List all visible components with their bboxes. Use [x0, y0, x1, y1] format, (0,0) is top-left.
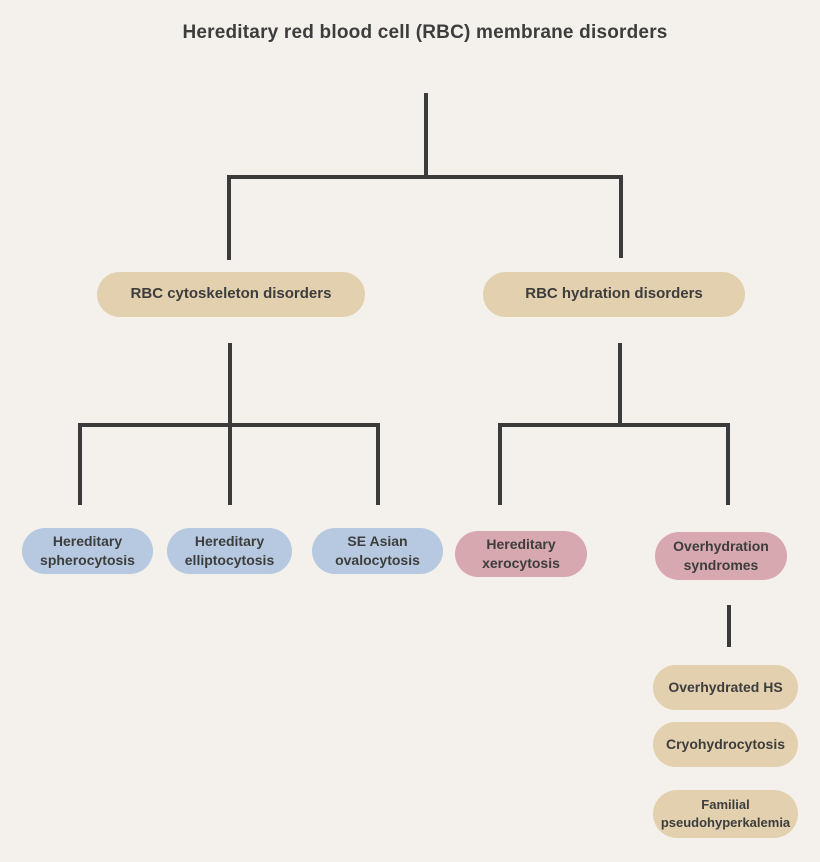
connector-cytoskeleton-bracket: [78, 423, 380, 505]
connector-hydration-bracket: [498, 423, 730, 505]
node-se-asian-ovalocytosis: SE Asian ovalocytosis: [312, 528, 443, 574]
node-hereditary-elliptocytosis: Hereditary elliptocytosis: [167, 528, 292, 574]
node-rbc-cytoskeleton-disorders: RBC cytoskeleton disorders: [97, 272, 365, 317]
node-familial-pseudohyperkalemia: Familial pseudohyperkalemia: [653, 790, 798, 838]
node-overhydrated-hs: Overhydrated HS: [653, 665, 798, 710]
node-overhydration-syndromes: Overhydration syndromes: [655, 532, 787, 580]
page-title: Hereditary red blood cell (RBC) membrane…: [182, 22, 668, 43]
connector-top-bracket: [227, 175, 623, 260]
node-cryohydrocytosis: Cryohydrocytosis: [653, 722, 798, 767]
node-hereditary-xerocytosis: Hereditary xerocytosis: [455, 531, 587, 577]
node-hereditary-spherocytosis: Hereditary spherocytosis: [22, 528, 153, 574]
node-rbc-hydration-disorders: RBC hydration disorders: [483, 272, 745, 317]
